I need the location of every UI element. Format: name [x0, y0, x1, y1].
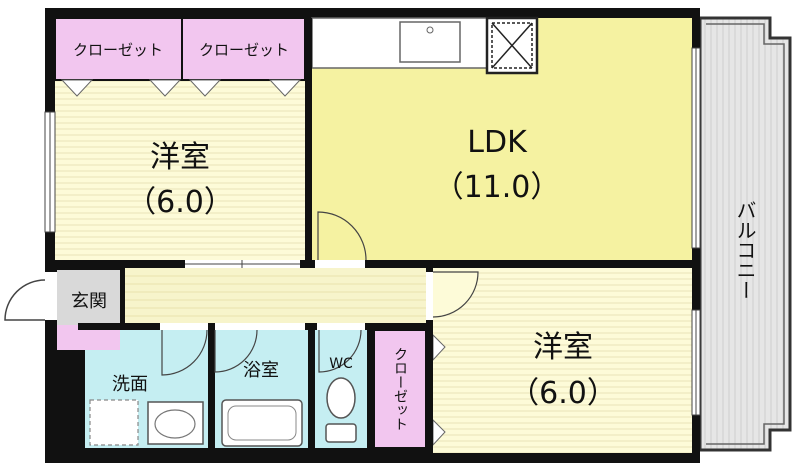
entrance — [57, 270, 120, 325]
kitchen-sink — [399, 21, 461, 63]
western-room-top-name: 洋室 — [150, 140, 210, 175]
entrance-label: 玄関 — [71, 291, 107, 312]
washbasin — [147, 401, 204, 445]
entrance-door-opening — [42, 272, 57, 320]
bathtub-inner — [227, 405, 297, 441]
balcony — [698, 16, 792, 452]
closet-top-left-label: クローゼット — [73, 41, 163, 59]
stove-burners — [491, 22, 533, 69]
toilet-bowl — [326, 377, 356, 419]
closet-top-left — [54, 17, 183, 81]
bathroom-label: 浴室 — [243, 360, 279, 381]
entrance-door-swing — [4, 279, 46, 321]
hallway — [125, 268, 433, 323]
ldk-name: LDK — [467, 125, 528, 160]
balcony-inner-rail — [706, 23, 785, 445]
ldk-size: （11.0） — [434, 170, 561, 205]
western-room-top — [55, 80, 305, 260]
balcony-floor — [698, 16, 792, 452]
closet-bottom-label: クローゼット — [392, 347, 408, 431]
western-room-bottom-size: （6.0） — [509, 376, 617, 411]
western-room-bottom — [433, 268, 692, 453]
balcony-label: バルコニー — [733, 200, 757, 300]
doors — [160, 211, 479, 376]
toilet-label: WC — [329, 356, 353, 372]
washroom-label: 洗面 — [112, 374, 148, 395]
closet-door-marks — [60, 79, 302, 97]
sink-drain — [426, 26, 434, 34]
toilet-tank — [325, 423, 357, 443]
closet-top-right-label: クローゼット — [199, 41, 289, 59]
western-room-bottom-name: 洋室 — [533, 330, 593, 365]
hallway-lines — [125, 275, 433, 317]
bathtub — [221, 399, 303, 447]
western-room-top-size: （6.0） — [126, 185, 234, 220]
washer-pan — [89, 399, 139, 446]
windows — [44, 47, 701, 416]
washbasin-bowl — [154, 409, 196, 439]
